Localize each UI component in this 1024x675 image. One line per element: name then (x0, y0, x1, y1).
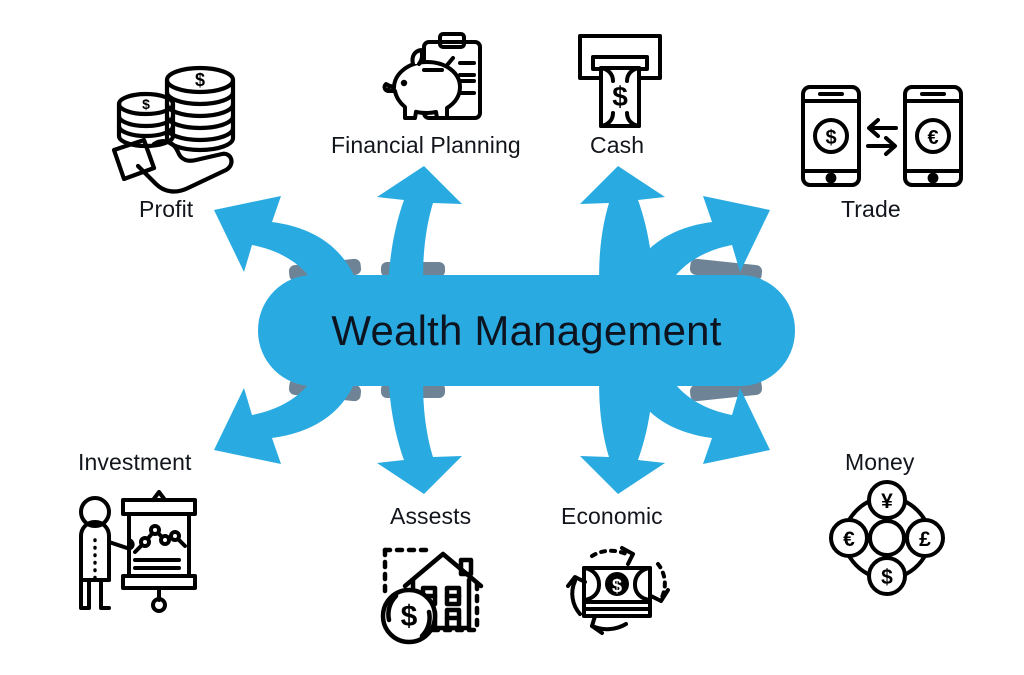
center-node-box[interactable] (258, 275, 795, 386)
piggy-bank-clipboard-icon (382, 30, 494, 130)
house-dollar-coin-icon: $ (369, 534, 493, 646)
svg-text:$: $ (195, 70, 205, 90)
node-label-trade: Trade (841, 196, 901, 222)
svg-text:$: $ (825, 127, 836, 149)
node-label-investment: Investment (78, 449, 192, 475)
banknote-cycle-arrows-icon: $ (562, 534, 676, 642)
atm-cash-dispense-icon: $ (576, 32, 664, 130)
svg-text:$: $ (612, 576, 622, 596)
svg-text:£: £ (919, 528, 931, 551)
node-label-profit: Profit (139, 196, 194, 222)
arrow-to-assests (377, 360, 462, 494)
arrow-to-financial-planning (377, 166, 462, 300)
currency-circles-icon: ¥ € £ $ (829, 480, 945, 596)
svg-text:¥: ¥ (881, 490, 893, 513)
node-label-cash: Cash (590, 132, 645, 158)
node-label-economic: Economic (561, 503, 663, 529)
node-label-financial-planning: Financial Planning (331, 132, 521, 158)
svg-text:$: $ (401, 600, 418, 633)
node-label-assests: Assests (390, 503, 472, 529)
svg-text:€: € (927, 127, 938, 149)
coins-in-hand-icon: $ $ (108, 58, 248, 194)
svg-text:$: $ (881, 566, 893, 589)
svg-text:$: $ (142, 96, 150, 112)
svg-text:€: € (843, 528, 855, 551)
svg-text:$: $ (612, 81, 628, 112)
phone-currency-exchange-icon: $ € (800, 84, 964, 188)
node-label-money: Money (845, 449, 915, 475)
presenter-chart-board-icon (73, 484, 205, 613)
